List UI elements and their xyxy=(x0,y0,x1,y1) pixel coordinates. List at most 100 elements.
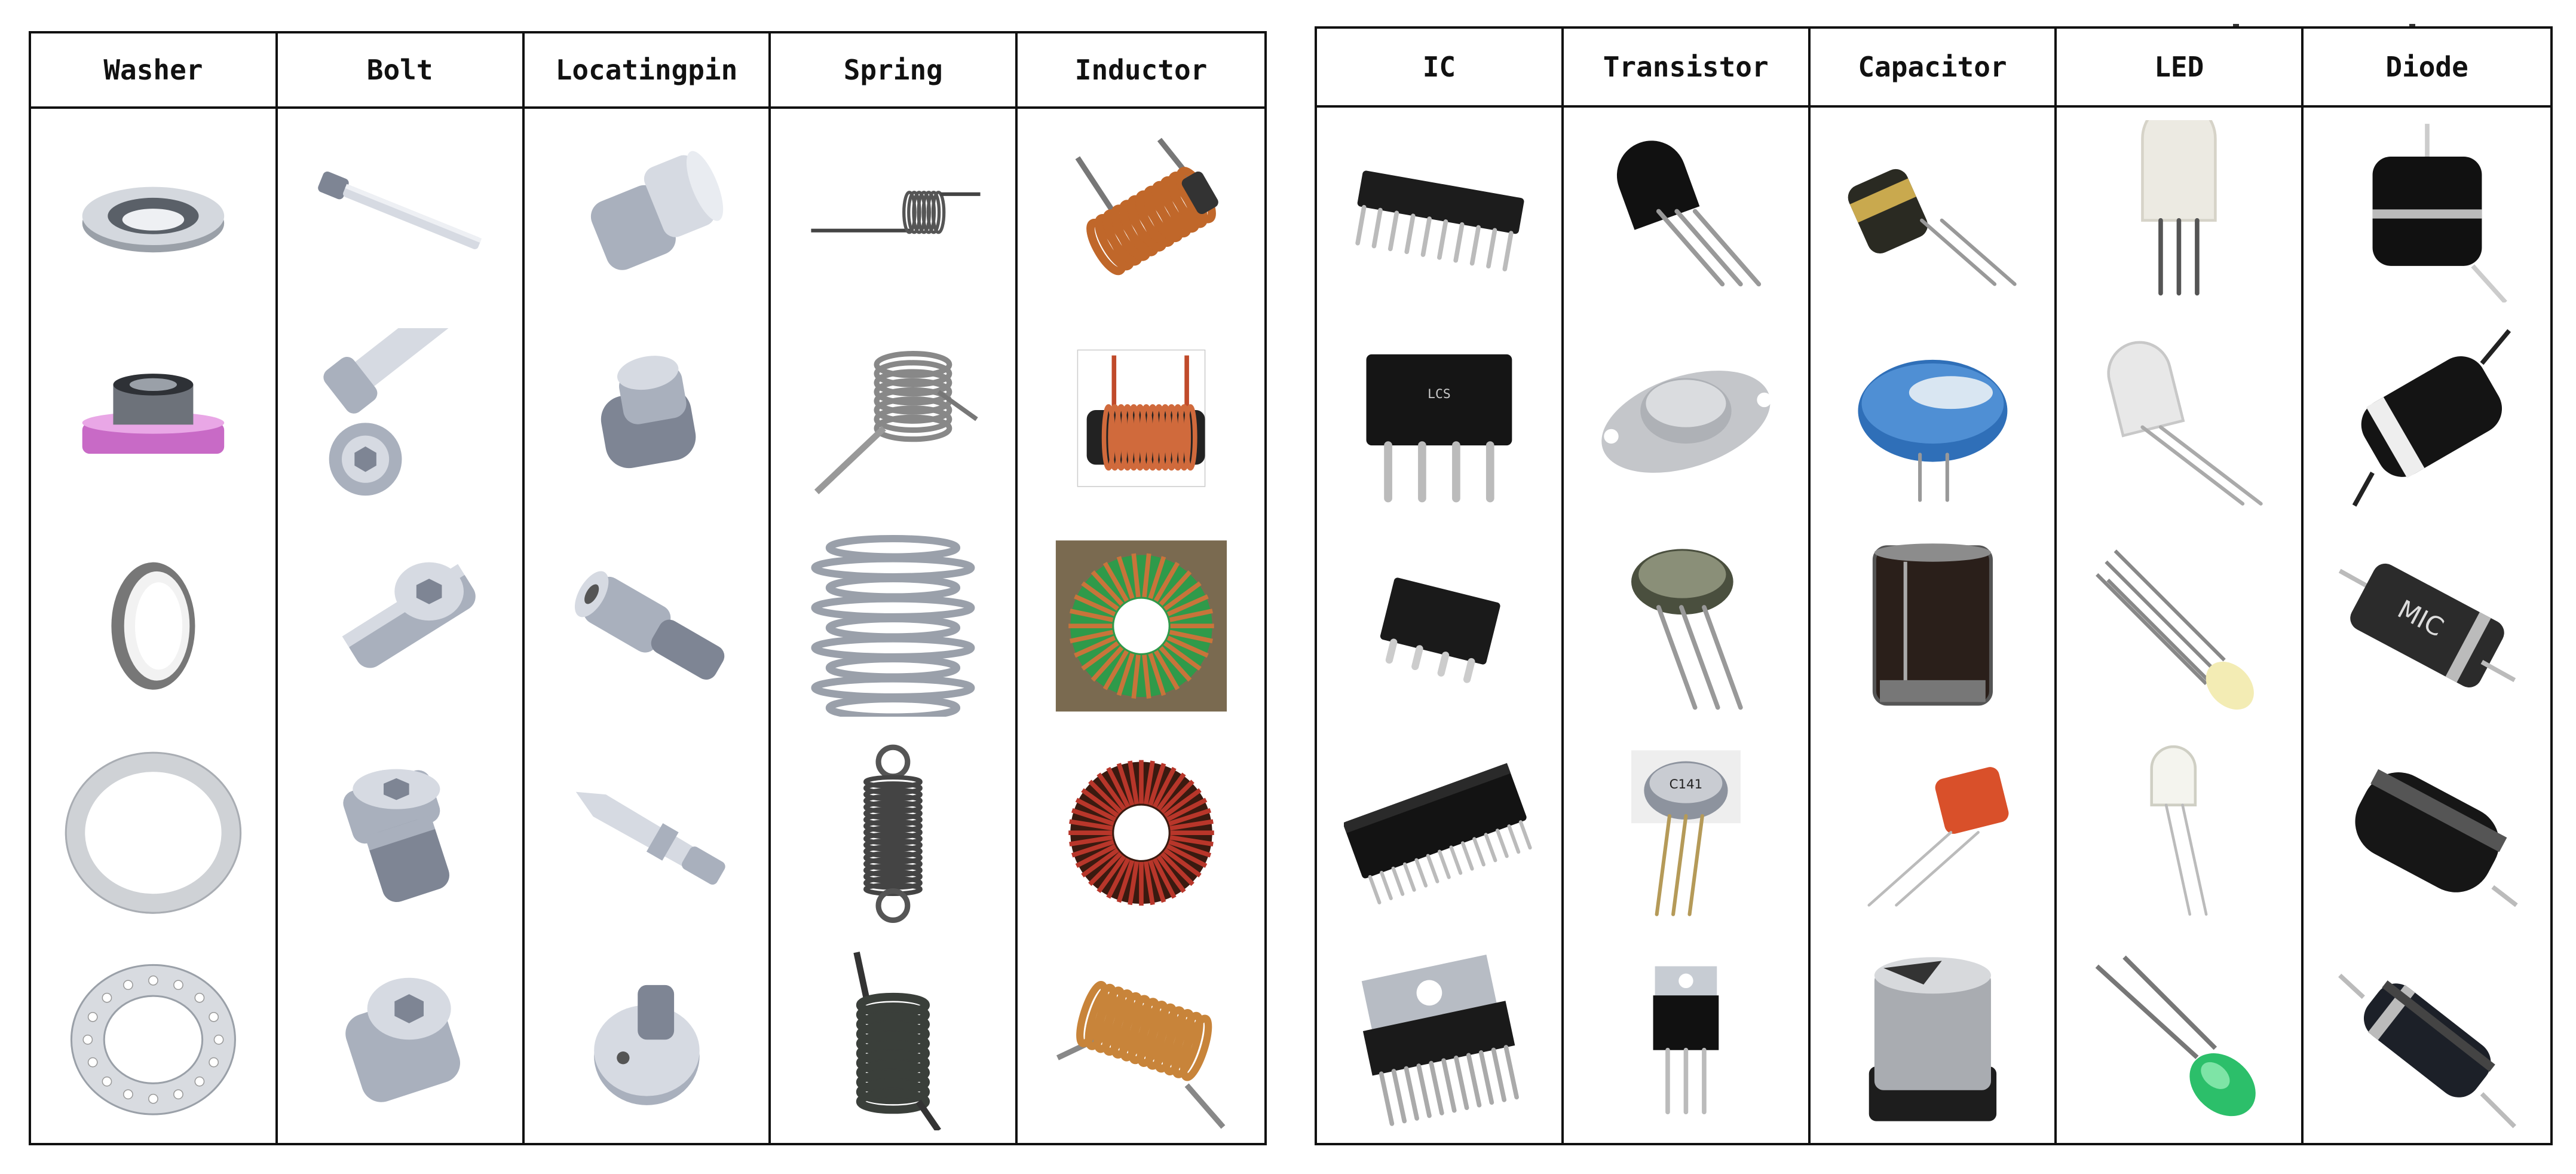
inductor-toroid-icon xyxy=(1068,760,1214,906)
cell-bolt-4 xyxy=(278,729,525,936)
spring-conical-icon xyxy=(811,534,975,717)
cell-diode-5 xyxy=(2304,936,2550,1143)
cell-washer-2 xyxy=(31,316,278,522)
pin-flanged-icon xyxy=(593,985,700,1105)
cell-spring-5 xyxy=(771,936,1018,1143)
led-rgb-icon xyxy=(2096,549,2255,710)
cell-locatingpin-4 xyxy=(525,729,771,936)
inductor-axial-icon xyxy=(1075,137,1218,275)
cell-inductor-5 xyxy=(1018,936,1264,1143)
transistor-to3-icon xyxy=(1601,371,1772,473)
cell-washer-5 xyxy=(31,936,278,1143)
cell-diode-4 xyxy=(2304,729,2550,935)
header-locatingpin: Locatingpin xyxy=(524,33,771,109)
washer-flanged-icon xyxy=(82,373,225,454)
cell-capacitor-2 xyxy=(1811,314,2057,522)
cell-locatingpin-5 xyxy=(525,936,771,1143)
transistor-metal-small-icon: C141 xyxy=(1631,750,1741,916)
washer-ring-icon xyxy=(111,562,195,690)
cell-inductor-1 xyxy=(1018,109,1264,316)
header-spring: Spring xyxy=(771,33,1018,109)
cell-bolt-1 xyxy=(278,109,525,316)
spring-torsion-flat-icon xyxy=(811,190,981,234)
led-white-icon xyxy=(2141,120,2217,296)
bolt-hex-socket-icon xyxy=(323,328,458,496)
washer-thin-ring-icon xyxy=(65,751,242,914)
cell-washer-1 xyxy=(31,109,278,316)
header-inductor: Inductor xyxy=(1018,33,1264,109)
cell-transistor-4: C141 xyxy=(1564,729,1811,936)
pin-hollow-icon xyxy=(574,571,724,680)
bolt-socket-head-icon xyxy=(342,562,476,668)
capacitor-electrolytic-small-icon xyxy=(1848,169,2017,286)
cell-ic-3 xyxy=(1317,521,1564,729)
cell-ic-5 xyxy=(1317,935,1564,1143)
capacitor-film-icon xyxy=(1867,767,2009,907)
cell-capacitor-1 xyxy=(1811,108,2057,315)
cell-diode-3: MIC xyxy=(2304,522,2550,729)
cell-spring-1 xyxy=(771,109,1018,316)
cell-capacitor-4 xyxy=(1811,729,2057,936)
cell-spring-4 xyxy=(771,729,1018,936)
stray-mark xyxy=(2409,24,2415,26)
cell-bolt-5 xyxy=(278,936,525,1143)
cell-bolt-2 xyxy=(278,316,525,522)
capacitor-ceramic-blue-icon xyxy=(1858,360,2007,502)
header-led: LED xyxy=(2057,29,2304,108)
diode-black-small-icon xyxy=(2338,974,2516,1129)
ic-dip-long-icon xyxy=(1355,170,1524,271)
cell-transistor-3 xyxy=(1564,521,1811,729)
washer-perforated-icon xyxy=(70,964,236,1115)
header-capacitor: Capacitor xyxy=(1810,29,2057,108)
capacitor-electrolytic-large-icon xyxy=(1872,543,1993,706)
inductor-coil-icon xyxy=(1056,980,1226,1129)
bolt-cap-icon xyxy=(345,977,460,1102)
pin-tapered-icon xyxy=(575,791,725,885)
cell-washer-4 xyxy=(31,729,278,936)
cell-inductor-4 xyxy=(1018,729,1264,936)
inductor-toroid-green-icon xyxy=(1055,540,1227,712)
cell-transistor-1 xyxy=(1564,108,1811,315)
header-ic: IC xyxy=(1317,29,1564,108)
cell-ic-4 xyxy=(1317,729,1564,936)
cell-washer-3 xyxy=(31,522,278,729)
ic-dip8-icon: LCS xyxy=(1366,354,1512,503)
svg-text:LCS: LCS xyxy=(1428,387,1451,402)
header-diode: Diode xyxy=(2304,29,2550,108)
cell-led-1 xyxy=(2057,108,2304,315)
cell-locatingpin-1 xyxy=(525,109,771,316)
header-washer: Washer xyxy=(31,33,278,109)
inductor-rod-icon xyxy=(1077,349,1205,487)
ic-power-icon xyxy=(1361,955,1519,1127)
spring-torsion-icon xyxy=(814,350,979,494)
diode-large-icon xyxy=(2372,123,2507,302)
ic-dip-wide-icon xyxy=(1343,763,1532,904)
header-transistor: Transistor xyxy=(1563,29,1811,108)
cell-bolt-3 xyxy=(278,522,525,729)
led-clear-icon xyxy=(2107,341,2263,506)
spring-extension-icon xyxy=(863,744,923,923)
cell-led-3 xyxy=(2057,521,2304,729)
cell-spring-3 xyxy=(771,522,1018,729)
bolt-short-icon xyxy=(343,769,449,902)
pin-short-icon xyxy=(601,355,696,468)
cell-ic-2: LCS xyxy=(1317,314,1564,522)
cell-capacitor-3 xyxy=(1811,521,2057,729)
ic-soic-icon xyxy=(1380,577,1500,683)
pin-stepped-icon xyxy=(590,151,723,270)
diode-glass-icon: MIC xyxy=(2338,563,2516,687)
cell-inductor-2 xyxy=(1018,316,1264,522)
cell-led-5 xyxy=(2057,935,2304,1143)
header-bolt: Bolt xyxy=(277,33,525,109)
diode-black-icon xyxy=(2355,769,2518,907)
transistor-to220-icon xyxy=(1653,966,1719,1115)
diode-power-icon xyxy=(2352,329,2511,507)
led-small-icon xyxy=(2150,745,2208,916)
transistor-to92-icon xyxy=(1616,140,1761,286)
bolt-long-icon xyxy=(317,171,482,249)
cell-capacitor-5 xyxy=(1811,935,2057,1143)
capacitor-smd-icon xyxy=(1869,957,1996,1121)
cell-diode-1 xyxy=(2304,108,2550,314)
cell-led-2 xyxy=(2057,314,2304,522)
